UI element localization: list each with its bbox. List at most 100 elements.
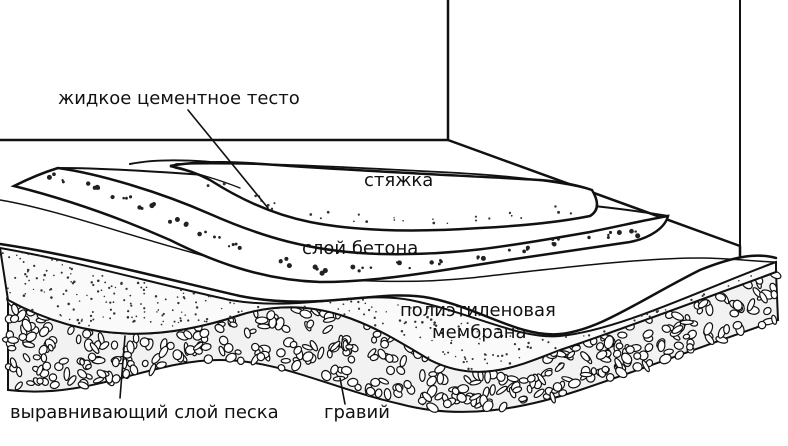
gravel-stone [306,319,315,329]
sand-grain [136,281,140,285]
sand-grain [140,286,143,289]
aggregate-speck [369,266,373,269]
sand-grain [633,319,636,322]
sand-grain [603,330,606,333]
leader-lines [119,109,346,405]
gravel-stone [642,329,654,339]
screed-speck [488,217,491,220]
sand-grain [67,302,70,306]
sand-grain [120,282,123,285]
aggregate-speck [237,245,242,250]
sand-grain [361,298,365,301]
gravel-stone [377,348,387,360]
aggregate-speck [46,174,52,180]
sand-grain [154,295,158,298]
sand-grain [187,319,190,322]
sand-grain [466,322,469,325]
sand-grain [460,315,462,317]
sand-grain [96,290,100,293]
sand-grain [78,300,81,302]
sand-grain [104,281,107,284]
gravel-stone [32,354,41,361]
sand-grain [160,323,163,326]
sand-grain [476,331,478,333]
sand-grain [462,360,465,364]
sand-grain [565,335,568,338]
sand-grain [26,268,30,272]
gravel-stone [183,330,193,340]
aggregate-speck [218,236,221,239]
sand-grain [427,307,430,309]
gravel-stone [49,380,60,390]
gravel-stone [644,343,654,353]
gravel-stone [396,366,406,376]
gravel-stone [568,378,581,389]
gravel-stone [380,339,390,349]
screed-speck [273,202,276,205]
sand-grain [205,318,209,321]
gravel-stone [38,326,50,338]
aggregate-speck [350,264,356,270]
sand-grain [385,311,388,313]
sand-grain [541,338,544,341]
sand-grain [375,310,377,313]
sand-grain [329,301,332,304]
sand-grain [460,322,463,325]
sand-grain [373,316,376,320]
gravel-stone [250,342,260,352]
sand-grain [583,335,585,337]
sand-grain [22,261,25,263]
sand-grain [220,307,223,310]
screed-speck [266,203,270,207]
sand-grain [51,258,53,261]
aggregate-speck [137,205,142,210]
gravel-layer [1,270,782,413]
sand-grain [640,314,643,317]
gravel-stone [111,357,120,368]
sand-grain [457,325,460,328]
sand-grain [81,318,83,321]
gravel-stone [536,373,547,386]
gravel-stone [322,324,334,335]
gravel-stone [732,299,743,311]
gravel-stone [48,373,58,382]
gravel-stone [612,349,622,358]
gravel-stone [533,388,545,399]
sand-grain [9,291,11,294]
aggregate-speck [110,194,115,200]
screed-speck [365,220,369,224]
gravel-stone [192,341,204,351]
sand-grain [100,289,103,292]
gravel-stone [365,386,376,397]
sand-grain [513,343,517,346]
gravel-stone [40,353,48,363]
gravel-stone [370,336,378,344]
sand-grain [22,294,26,297]
sand-grain [126,316,130,319]
gravel-stone [77,381,89,390]
gravel-stone [276,348,286,358]
gravel-stone [686,343,694,351]
sand-grain [701,294,704,298]
sand-grain [132,320,135,323]
sand-grain [414,320,417,323]
gravel-stone [385,365,396,376]
gravel-stone [75,334,82,345]
sand-grain [114,286,117,289]
sand-grain [70,267,73,271]
sand-grain [140,303,142,305]
sand-grain [31,308,34,312]
sand-grain [501,354,504,357]
gravel-stone [345,344,354,350]
aggregate-speck [408,266,411,270]
sand-grain [381,322,384,325]
gravel-stone [674,350,685,360]
sand-grain [97,279,100,282]
sand-grain [180,289,183,292]
leader-sand [119,335,126,399]
aggregate-speck [616,230,622,235]
gravel-stone [615,366,628,379]
gravel-stone [601,365,610,374]
gravel-stone [291,359,302,372]
gravel-stone [512,386,523,394]
